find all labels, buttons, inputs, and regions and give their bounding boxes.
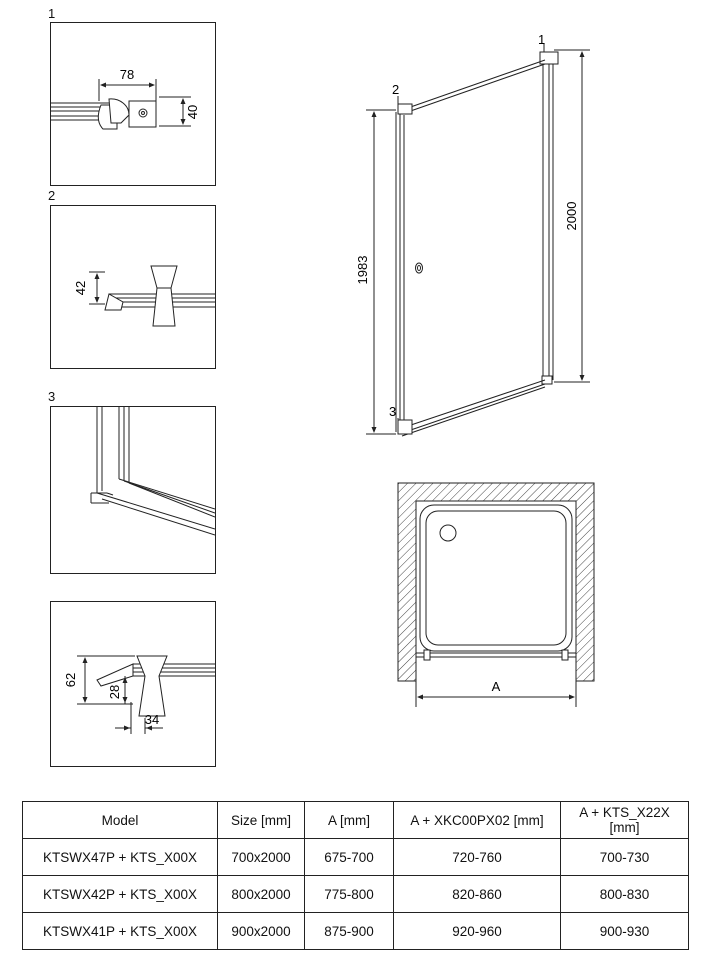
detail-3-label: 3 xyxy=(48,389,56,404)
column-header-model: Model xyxy=(22,801,218,839)
cell-size: 700x2000 xyxy=(217,838,305,876)
door-callout-3: 3 xyxy=(389,404,396,419)
detail-1-panel: 78 40 xyxy=(50,22,216,186)
detail-4-drawing: 62 28 34 xyxy=(63,655,215,734)
cell-size: 800x2000 xyxy=(217,875,305,913)
plan-view-drawing: A xyxy=(397,482,595,707)
plan-dimension-a-label: A xyxy=(492,679,501,694)
detail-3-panel xyxy=(50,406,216,574)
cell-a-xkc: 720-760 xyxy=(393,838,561,876)
table-row: KTSWX47P + KTS_X00X 700x2000 675-700 720… xyxy=(22,838,689,876)
table-row: KTSWX41P + KTS_X00X 900x2000 875-900 920… xyxy=(22,912,689,950)
specification-table: Model Size [mm] A [mm] A + XKC00PX02 [mm… xyxy=(22,801,689,950)
cell-model: KTSWX42P + KTS_X00X xyxy=(22,875,218,913)
detail-4-total-height-label: 62 xyxy=(63,673,78,687)
cell-a: 775-800 xyxy=(304,875,394,913)
door-height-left-label: 1983 xyxy=(355,256,370,285)
detail-1-drawing: 78 40 xyxy=(51,67,200,130)
detail-1-width-label: 78 xyxy=(120,67,134,82)
cell-model: KTSWX41P + KTS_X00X xyxy=(22,912,218,950)
door-callout-2: 2 xyxy=(392,82,399,97)
cell-a-xkc: 820-860 xyxy=(393,875,561,913)
detail-4-panel: 62 28 34 xyxy=(50,601,216,767)
table-header-row: Model Size [mm] A [mm] A + XKC00PX02 [mm… xyxy=(22,801,689,839)
detail-3-drawing xyxy=(90,407,216,536)
detail-1-height-label: 40 xyxy=(185,105,200,119)
detail-2-panel: 42 xyxy=(50,205,216,369)
detail-2-drawing: 42 xyxy=(73,265,215,327)
column-header-a-xkc: A + XKC00PX02 [mm] xyxy=(393,801,561,839)
table-row: KTSWX42P + KTS_X00X 800x2000 775-800 820… xyxy=(22,875,689,913)
cell-model: KTSWX47P + KTS_X00X xyxy=(22,838,218,876)
column-header-a-kts: A + KTS_X22X [mm] xyxy=(560,801,689,839)
door-height-right-label: 2000 xyxy=(564,202,579,231)
cell-size: 900x2000 xyxy=(217,912,305,950)
detail-1-label: 1 xyxy=(48,6,56,21)
cell-a: 875-900 xyxy=(304,912,394,950)
detail-2-label: 2 xyxy=(48,188,56,203)
cell-a-kts: 800-830 xyxy=(560,875,689,913)
detail-4-inner-height-label: 28 xyxy=(107,685,122,699)
column-header-size: Size [mm] xyxy=(217,801,305,839)
column-header-a: A [mm] xyxy=(304,801,394,839)
detail-2-height-label: 42 xyxy=(73,281,88,295)
cell-a-kts: 900-930 xyxy=(560,912,689,950)
detail-4-width-label: 34 xyxy=(145,712,159,727)
cell-a-xkc: 920-960 xyxy=(393,912,561,950)
door-elevation-drawing: 1 2 3 1983 2000 xyxy=(355,32,590,437)
door-callout-1: 1 xyxy=(538,32,545,47)
cell-a-kts: 700-730 xyxy=(560,838,689,876)
cell-a: 675-700 xyxy=(304,838,394,876)
